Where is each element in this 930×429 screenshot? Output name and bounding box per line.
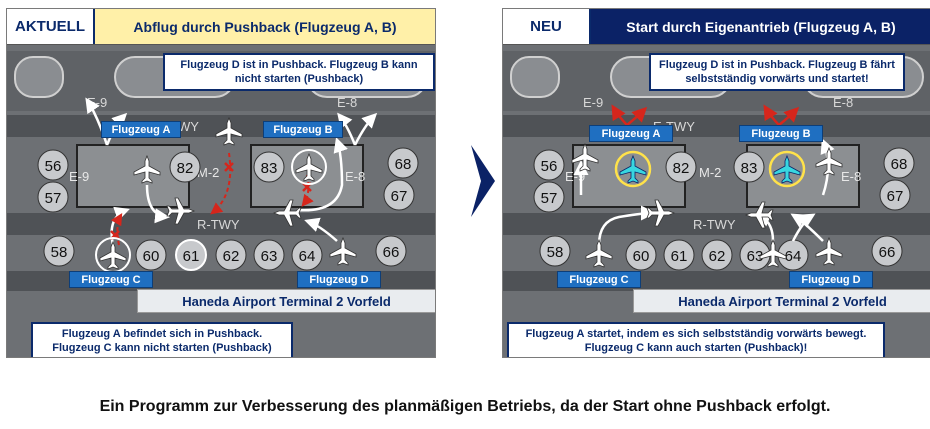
spot-68: 68 (395, 156, 412, 173)
spot-62: 62 (223, 248, 240, 265)
aircraft-b-label: Flugzeug B (739, 125, 823, 142)
spot-58: 58 (51, 244, 68, 261)
apron-footer: Haneda Airport Terminal 2 Vorfeld (137, 289, 435, 313)
figure-caption: Ein Programm zur Verbesserung des planmä… (99, 398, 831, 415)
lane-m2-label: M-2 (699, 165, 721, 180)
spot-66: 66 (383, 244, 400, 261)
aircraft-d-label: Flugzeug D (789, 271, 873, 288)
spot-60: 60 (143, 248, 160, 265)
aircraft-a-label: Flugzeug A (101, 121, 181, 138)
lane-m2-label: M-2 (197, 165, 219, 180)
spot-58: 58 (547, 244, 564, 261)
spot-66: 66 (879, 244, 896, 261)
spot-57: 57 (541, 190, 558, 207)
spot-60: 60 (633, 248, 650, 265)
spot-63: 63 (747, 248, 764, 265)
lane-e8-label: E-8 (841, 169, 861, 184)
taxiway-r-label: R-TWY (693, 217, 736, 232)
spot-83: 83 (261, 160, 278, 177)
callout-bottom: Flugzeug A startet, indem es sich selbst… (507, 322, 885, 357)
lane-e9-label: E-9 (69, 169, 89, 184)
spot-68: 68 (891, 156, 908, 173)
lane-e8-label-top: E-8 (337, 95, 357, 110)
callout-top: Flugzeug D ist in Pushback. Flugzeug B k… (163, 53, 435, 91)
transition-arrow-icon (471, 145, 495, 217)
spot-56: 56 (45, 158, 62, 175)
taxiway-r-label: R-TWY (197, 217, 240, 232)
spot-62: 62 (709, 248, 726, 265)
lane-e9-label-top: E-9 (583, 95, 603, 110)
apron-footer: Haneda Airport Terminal 2 Vorfeld (633, 289, 930, 313)
spot-57: 57 (45, 190, 62, 207)
aircraft-c-label: Flugzeug C (557, 271, 641, 288)
panel-tag: NEU (503, 9, 591, 44)
spot-82: 82 (177, 160, 194, 177)
lane-e8-label: E-8 (345, 169, 365, 184)
aircraft-b-label: Flugzeug B (263, 121, 343, 138)
spot-64: 64 (299, 248, 316, 265)
callout-bottom: Flugzeug A befindet sich in Pushback. Fl… (31, 322, 293, 357)
panel-header: AKTUELL Abflug durch Pushback (Flugzeug … (7, 9, 435, 45)
panel-header: NEU Start durch Eigenantrieb (Flugzeug A… (503, 9, 930, 45)
spot-82: 82 (673, 160, 690, 177)
lane-e8-label-top: E-8 (833, 95, 853, 110)
spot-63: 63 (261, 248, 278, 265)
aircraft-c-label: Flugzeug C (69, 271, 153, 288)
current-procedure-panel: AKTUELL Abflug durch Pushback (Flugzeug … (6, 8, 436, 358)
spot-56: 56 (541, 158, 558, 175)
spot-67: 67 (887, 188, 904, 205)
spot-67: 67 (391, 188, 408, 205)
aircraft-d-label: Flugzeug D (297, 271, 381, 288)
callout-top: Flugzeug D ist in Pushback. Flugzeug B f… (649, 53, 905, 91)
spot-61: 61 (671, 248, 688, 265)
panel-tag: AKTUELL (7, 9, 95, 44)
aircraft-a-label: Flugzeug A (589, 125, 673, 142)
new-procedure-panel: NEU Start durch Eigenantrieb (Flugzeug A… (502, 8, 930, 358)
spot-83: 83 (741, 160, 758, 177)
spot-61: 61 (183, 248, 200, 265)
panel-title: Start durch Eigenantrieb (Flugzeug A, B) (591, 9, 930, 44)
panel-title: Abflug durch Pushback (Flugzeug A, B) (95, 9, 435, 44)
spot-64: 64 (785, 248, 802, 265)
